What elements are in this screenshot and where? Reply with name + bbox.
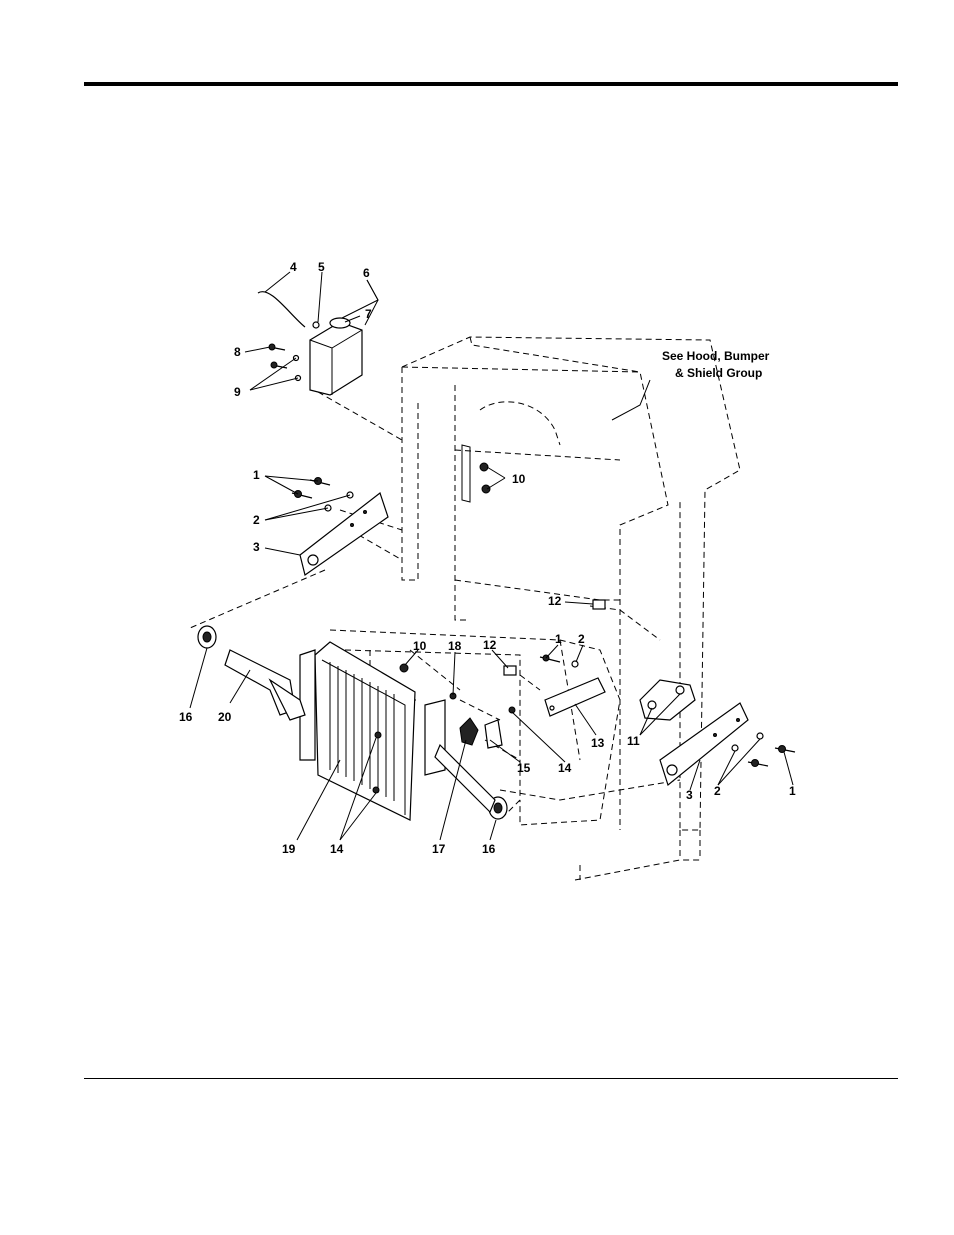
seal-gaskets	[640, 680, 695, 720]
callout-14-center: 14	[558, 761, 572, 775]
callout-16-left: 16	[179, 710, 193, 724]
footer-rule	[84, 1078, 898, 1079]
callout-7: 7	[365, 307, 372, 321]
callout-12-upper: 12	[548, 594, 562, 608]
hose-clamp	[313, 322, 319, 328]
callout-2-right: 2	[714, 784, 721, 798]
callout-2-left: 2	[253, 513, 260, 527]
callout-4: 4	[290, 260, 297, 274]
mounting-clip	[460, 718, 478, 745]
callout-17: 17	[432, 842, 446, 856]
callout-16-right: 16	[482, 842, 496, 856]
callout-3-left: 3	[253, 540, 260, 554]
lower-nut	[400, 664, 408, 672]
callout-2-center: 2	[578, 632, 585, 646]
clip-lower	[504, 666, 516, 675]
callout-5: 5	[318, 260, 325, 274]
center-bracket	[540, 655, 605, 716]
clip-upper	[593, 600, 605, 609]
callout-1-left: 1	[253, 468, 260, 482]
note-line-1: See Hood, Bumper	[662, 349, 770, 363]
overflow-hose	[258, 292, 305, 327]
callout-3-right: 3	[686, 788, 693, 802]
callout-11: 11	[627, 734, 640, 748]
upper-nuts	[462, 445, 490, 502]
callout-10-lower: 10	[413, 639, 427, 653]
reservoir-screws	[269, 344, 301, 381]
callout-9: 9	[234, 385, 241, 399]
reservoir-tank	[310, 318, 362, 395]
callout-15: 15	[517, 761, 531, 775]
callout-10-upper: 10	[512, 472, 526, 486]
callout-19: 19	[282, 842, 296, 856]
callout-14-bottom: 14	[330, 842, 344, 856]
callout-13: 13	[591, 736, 605, 750]
left-mount-bracket	[292, 478, 388, 576]
radiator-hose	[225, 650, 305, 720]
callout-12-lower: 12	[483, 638, 497, 652]
callout-8: 8	[234, 345, 241, 359]
note-line-2: & Shield Group	[675, 366, 762, 380]
radiator-core	[300, 642, 415, 820]
callout-18: 18	[448, 639, 462, 653]
callout-1-right: 1	[789, 784, 796, 798]
callout-6: 6	[363, 266, 370, 280]
lower-pipe	[435, 745, 495, 812]
callout-1-center: 1	[555, 632, 562, 646]
callout-20: 20	[218, 710, 232, 724]
small-bracket	[485, 720, 502, 748]
